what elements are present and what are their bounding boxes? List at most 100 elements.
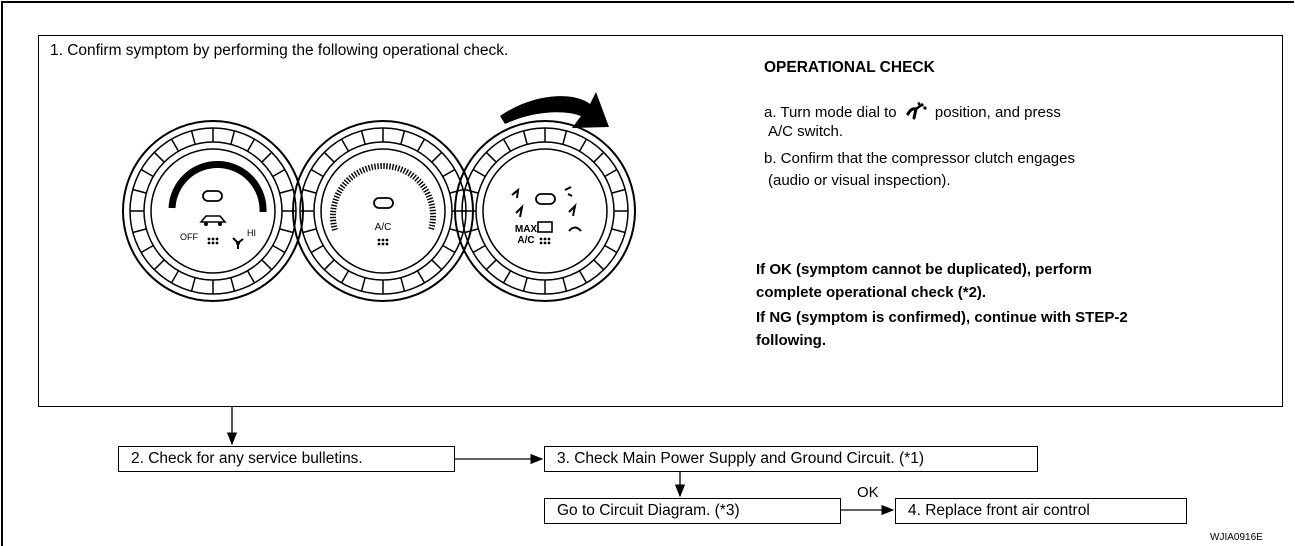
ok-label: OK <box>857 484 879 501</box>
recirculation-icon <box>202 190 223 202</box>
vent-dot <box>207 237 211 241</box>
fan-icon <box>232 237 244 249</box>
dial-rib <box>170 270 180 284</box>
vent-dot <box>377 238 381 242</box>
operational-check-step-a-line2: A/C switch. <box>768 123 844 140</box>
dial-rib <box>340 138 350 152</box>
dial-rib <box>464 228 479 234</box>
dial-rib <box>604 168 618 178</box>
vent-dot <box>377 242 381 246</box>
dial-rib <box>442 168 456 178</box>
dial-ring <box>150 148 276 274</box>
vent-dot <box>385 238 389 242</box>
dial-rib <box>502 270 512 284</box>
dial-rib <box>323 259 335 271</box>
recirculation-icon <box>535 193 556 205</box>
vent-dot <box>385 242 389 246</box>
dial-rib <box>140 244 154 254</box>
operational-check-step-a: a. Turn mode dial to position, and press <box>764 102 1061 121</box>
dial-rib <box>302 188 317 194</box>
operational-check-step-b: b. Confirm that the compressor clutch en… <box>764 150 1075 167</box>
dial-rib <box>279 188 294 194</box>
dial-rib <box>578 138 588 152</box>
dial-rib <box>593 259 605 271</box>
step4-box: 4. Replace front air control <box>895 498 1187 524</box>
dial-rib <box>431 151 443 163</box>
dial-rib <box>170 138 180 152</box>
dial-rib <box>611 228 626 234</box>
dial-rib <box>140 168 154 178</box>
dial-rib <box>230 277 236 292</box>
dial-rib <box>593 151 605 163</box>
vent-dot <box>539 237 543 241</box>
dial-rib <box>153 151 165 163</box>
foot-defrost-mode-icon <box>906 102 927 120</box>
ac-switch-label: A/C <box>375 222 392 233</box>
dial-rib <box>464 188 479 194</box>
vent-dot <box>381 242 385 246</box>
temp-off-label: OFF <box>180 232 198 242</box>
fan-speed-ticks <box>330 163 436 231</box>
temp-hi-label: HI <box>247 228 256 238</box>
vent-dot <box>547 237 551 241</box>
dial-ring <box>482 148 608 274</box>
vent-grid-icon <box>207 237 219 245</box>
dial-ring <box>122 120 304 302</box>
fan-dial: A/C <box>292 120 474 302</box>
operational-check-heading: OPERATIONAL CHECK <box>764 59 935 76</box>
dial-rib <box>400 277 406 292</box>
dial-rib <box>302 228 317 234</box>
dial-rib <box>246 138 256 152</box>
figure-id: WJIA0916E <box>1210 532 1263 543</box>
circuit-diagram-box: Go to Circuit Diagram. (*3) <box>544 498 841 524</box>
mode-face-icon <box>511 187 520 199</box>
dial-rib <box>261 151 273 163</box>
dial-rib <box>360 130 366 145</box>
step-a-text-1: a. Turn mode dial to <box>764 104 897 121</box>
dial-rib <box>190 130 196 145</box>
result-ok-line1: If OK (symptom cannot be duplicated), pe… <box>756 261 1092 278</box>
step2-box: 2. Check for any service bulletins. <box>118 446 455 472</box>
recirculation-icon <box>373 197 394 209</box>
dial-ring <box>454 120 636 302</box>
dial-rib <box>400 130 406 145</box>
max-ac-label-1: MAX <box>515 224 538 235</box>
dial-rib <box>416 138 426 152</box>
result-ng-line2: following. <box>756 332 826 349</box>
car-airflow-icon <box>199 215 227 226</box>
dial-rib <box>153 259 165 271</box>
dial-rib <box>246 270 256 284</box>
defrost-icon <box>568 226 582 232</box>
vent-dot <box>543 237 547 241</box>
step3-box: 3. Check Main Power Supply and Ground Ci… <box>544 446 1038 472</box>
vent-grid-icon <box>539 237 551 245</box>
rotation-arrow <box>500 92 609 128</box>
vent-dot <box>547 241 551 245</box>
vent-dot <box>215 241 219 245</box>
dial-rib <box>272 244 286 254</box>
vent-dot <box>211 237 215 241</box>
dial-rib <box>485 151 497 163</box>
dial-rib <box>310 244 324 254</box>
dial-rib <box>472 168 486 178</box>
dial-rib <box>323 151 335 163</box>
dial-rib <box>310 168 324 178</box>
dial-rib <box>522 277 528 292</box>
step-a-text-2: position, and press <box>934 104 1061 121</box>
operational-check-step-b-line2: (audio or visual inspection). <box>768 172 951 189</box>
step1-box <box>38 35 1283 407</box>
dial-rib <box>604 244 618 254</box>
vent-dot <box>207 241 211 245</box>
dial-rib <box>472 244 486 254</box>
dial-rib <box>442 244 456 254</box>
dial-rib <box>272 168 286 178</box>
dial-rib <box>578 270 588 284</box>
max-ac-label-2: A/C <box>517 235 534 246</box>
dial-ring <box>320 148 446 274</box>
dial-rib <box>132 228 147 234</box>
temperature-gradient-arc <box>168 161 267 213</box>
mode-foot-icon <box>515 203 524 218</box>
dial-rib <box>230 130 236 145</box>
dial-rib <box>522 130 528 145</box>
